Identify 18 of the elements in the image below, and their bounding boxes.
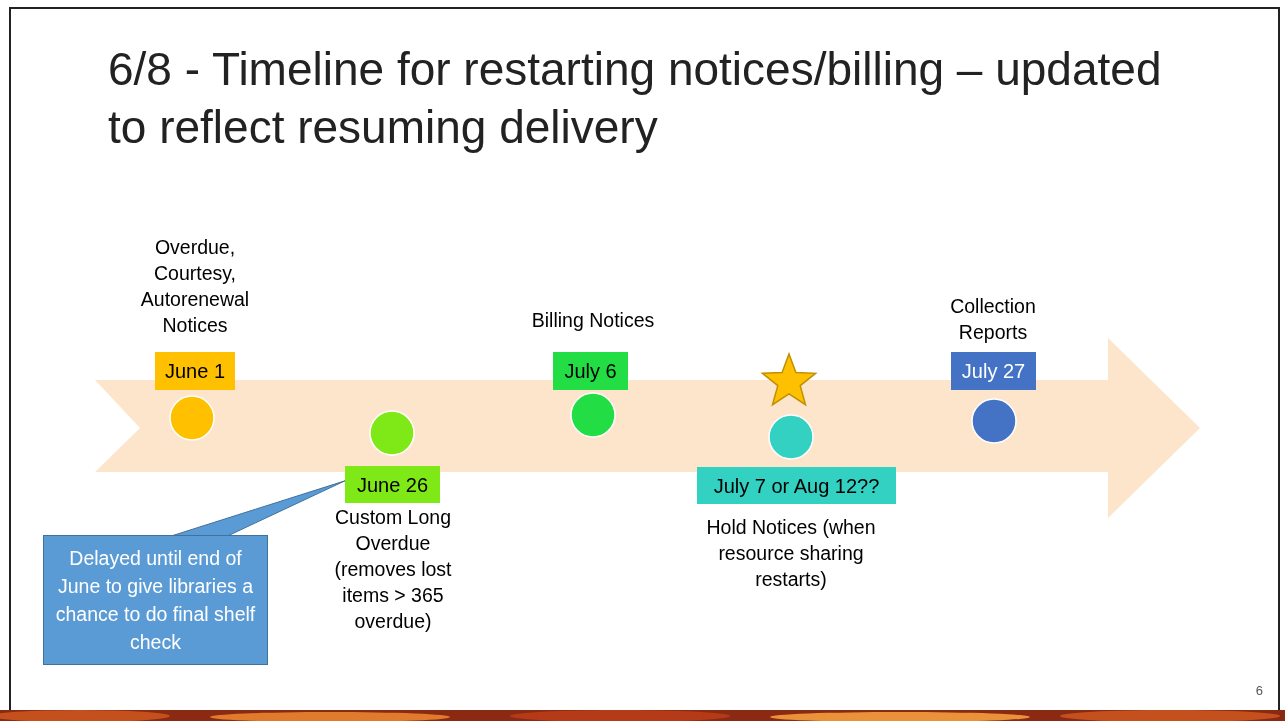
date-label: June 1 <box>155 352 235 390</box>
timeline-marker <box>971 398 1017 444</box>
timeline-marker <box>768 414 814 460</box>
slide-number: 6 <box>1255 683 1263 698</box>
date-label: June 26 <box>345 466 440 503</box>
timeline-marker <box>169 395 215 441</box>
milestone-caption: Custom Long Overdue (removes lost items > 365 overdue) <box>333 505 453 634</box>
timeline-marker <box>369 410 415 456</box>
milestone-caption: Overdue, Courtesy, Autorenewal Notices <box>139 235 251 338</box>
milestone-caption: Hold Notices (when resource sharing restarts) <box>705 515 877 592</box>
date-label: July 7 or Aug 12?? <box>697 467 896 504</box>
date-label: July 27 <box>951 352 1036 390</box>
milestone-caption: Collection Reports <box>949 294 1037 345</box>
milestone-caption: Billing Notices <box>530 308 656 333</box>
star-icon <box>760 351 818 407</box>
slide-title: 6/8 - Timeline for restarting notices/billing – updated to reflect resuming delivery <box>108 42 1163 155</box>
timeline-marker <box>570 392 616 438</box>
date-label: July 6 <box>553 352 628 390</box>
